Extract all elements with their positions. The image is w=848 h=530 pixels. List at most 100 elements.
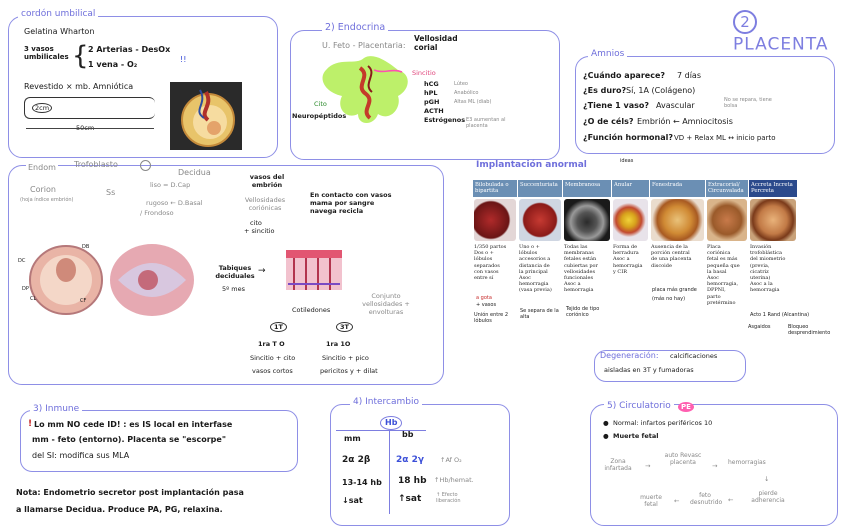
ss-label: Ss [106,188,115,198]
inmune-line2: mm - feto (entorno). Placenta se "escorp… [32,435,226,445]
bullet-icon: ● [603,419,609,427]
flow-node: feto desnutrido [690,492,720,506]
trofoblasto-circle-icon [140,160,151,171]
page-title-group: 2 PLACENTA [733,10,848,55]
degeneracion-header: Degeneración: [600,351,659,361]
r2-note: ↑Hb/hemat. [434,476,474,484]
villus-diagram [318,52,418,134]
handwritten-note: Unión entre 2 lóbulos [474,312,514,324]
hormone-item: pGH [424,98,439,106]
vasos-brace-icon: { [72,43,89,69]
flow-arrow-icon: ← [728,496,733,504]
endom-label: Endom [26,163,58,173]
flow-node: muerte fetal [636,494,666,508]
handwritten-note: Asgaidos [748,324,771,330]
column-text: Placa coriónica fetal es más pequeña que… [707,244,740,306]
amnios-q3: ¿Tiene 1 vaso? [583,101,649,111]
hormone-note: Altas ML (diab) [454,99,491,105]
implantacion-header: Implantación anormal [476,160,587,170]
col-bb: bb [402,430,413,440]
degeneracion-text1: calcificaciones [670,352,717,360]
amnios-q4: ¿O de céls? [583,117,633,127]
t3-line2: Sincitio + pico [322,354,369,362]
cord-length-arrow [26,128,154,129]
flow-node: pierde adherencia [744,490,792,504]
arrow-icon: → [258,266,266,276]
cotiledones-label: Cotiledones [292,306,330,314]
amnios-q2: ¿Es duro? [583,86,626,96]
t1-line2: Sincitio + cito [250,354,295,362]
tabiques-label: Tabiques deciduales [210,264,260,280]
umbilical-cord-image [170,82,242,150]
amnios-a3-note: No se repara, tiene bolsa [724,97,784,109]
contacto-note: En contacto con vasos mama por sangre na… [310,191,396,215]
bullet-icon: ● [603,432,609,440]
endocrina-sub: U. Feto - Placentaria: [322,41,406,51]
fig-label-dp: DP [22,286,29,292]
neuropeptidos-label: Neuropéptidos [292,112,346,120]
r1-note: ↑Af O₂ [440,456,462,464]
accreta-image [750,199,796,241]
vasos-embrion-label: vasos del embrión [244,173,290,189]
conjunto-note: Conjunto vellosidades + envolturas [356,292,416,316]
r3-bb: ↑sat [398,494,421,504]
column-header: Accreta Increta Percreta [749,180,797,197]
handwritten-note: (más no hay) [652,296,685,302]
sincitio-sub: + sincitio [244,227,275,235]
t1-line1: 1ra T O [258,340,285,348]
amnios-q1: ¿Cuándo aparece? [583,71,665,81]
frondoso-label: / Frondoso [140,209,174,217]
inmune-header: 3) Inmune [30,404,82,414]
t3-line1: 1ra 1O [326,340,350,348]
hormone-item: ACTH [424,107,444,115]
fig-label-dc: DC [18,258,25,264]
r3-note: ↑ Efecto liberación [436,492,476,504]
cord-diameter: 2cm [32,103,52,113]
flow-node: hemorragias [728,460,766,466]
corion-sub: (hoja índice embrión) [20,197,74,203]
handwritten-note: Bloqueo desprendimiento [788,324,836,336]
fig-label-cl: CL [30,296,36,302]
amnios-a1: 7 días [677,71,701,81]
inmune-line1: Lo mm NO cede ID! : es IS local en inter… [34,420,232,430]
r2-mm: 13-14 hb [342,478,382,488]
revestido-label: Revestido × mb. Amniótica [24,82,133,92]
handwritten-note: Se separa de la alta [520,308,560,320]
amnios-a5: VD + Relax ML ↔ inicio parto [674,133,775,143]
flow-arrow-icon: → [645,462,650,470]
liso-label: liso = D.Cap [150,181,190,189]
hormone-note: E3 aumentan al placenta [466,117,516,129]
hormone-item: hPL [424,89,438,97]
column-text: Forma de herradura Asoc a hemorragia y C… [613,244,642,275]
alert-mark-icon: ! [28,419,32,429]
uterus-image [18,240,198,320]
vellosidad-label: Vellosidad corial [414,34,476,52]
endocrina-header: 2) Endocrina [322,22,388,33]
handwritten-note: + vasos [476,302,496,308]
exclaim-note: !! [180,55,186,65]
cito-label: Cito [314,100,327,108]
title-number: 2 [733,10,757,34]
circulatorio-muerte: Muerte fetal [613,432,658,440]
pe-badge: PE [678,402,694,412]
amnios-a4: Embrión ← Amniocitosis [637,117,733,127]
handwritten-note: Tejido de tipo coriónico [566,306,612,318]
cito-sub: cito [250,219,262,227]
bilobulada-image [474,199,516,241]
column-header: Bilobulada o bipartita [473,180,517,197]
corion-label: Corion [30,185,56,195]
page-title: PLACENTA [733,35,828,55]
column-text: Todas las membranas fetales están cubier… [564,244,598,294]
fig-label-cf: CF [80,298,86,304]
vasos-label: 3 vasos umbilicales [24,45,64,61]
amnios-q5: ¿Función hormonal? [583,133,673,143]
inmune-line3: del SI: modifica sus MLA [32,451,129,461]
r1-bb: 2α 2γ [396,455,424,465]
circulatorio-header: 5) Circulatorio [604,401,674,411]
col-mm: mm [344,434,361,444]
intercambio-header: 4) Intercambio [350,397,422,407]
column-header: Extracorial/ Circunvalada [706,180,748,197]
t3-line3: pericitos y + dilat [320,367,378,375]
hormone-note: Lúteo [454,81,468,87]
handwritten-note: placa más grande [652,287,704,293]
